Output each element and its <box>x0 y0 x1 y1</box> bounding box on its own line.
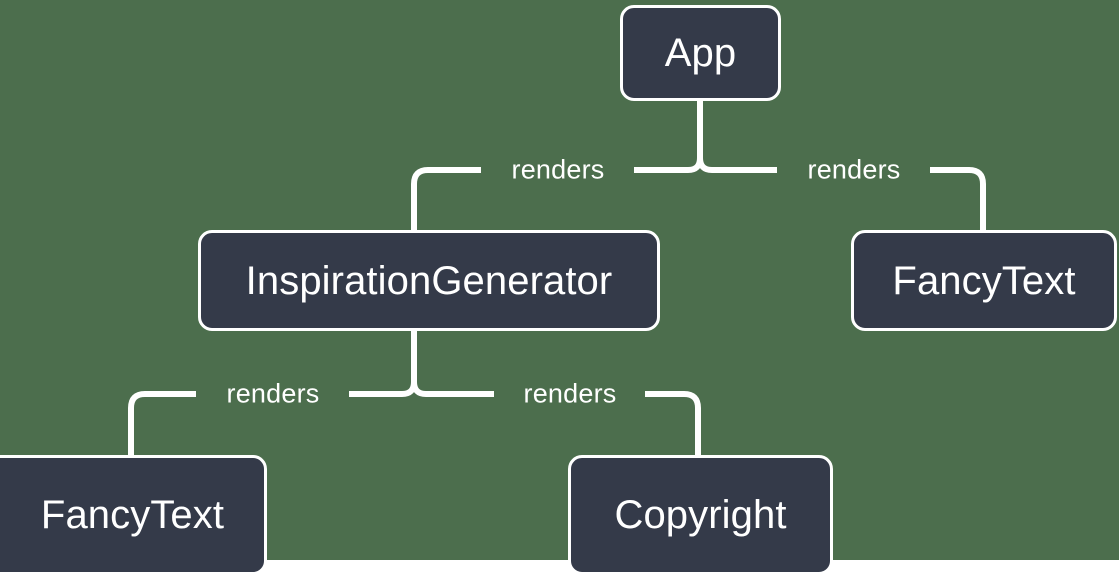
node-inspiration-generator[interactable]: InspirationGenerator <box>198 230 660 331</box>
node-copyright[interactable]: Copyright <box>568 455 833 575</box>
node-app[interactable]: App <box>620 5 781 101</box>
node-inspiration-generator-label: InspirationGenerator <box>245 258 613 303</box>
edge-app-stem-right <box>697 101 713 173</box>
edge-inspiration-to-fancytext-corner <box>128 391 196 455</box>
node-app-label: App <box>664 31 737 75</box>
node-copyright-label: Copyright <box>614 493 787 537</box>
edge-layer <box>128 101 986 455</box>
edge-label-inspiration-to-copyright: renders <box>523 378 617 409</box>
edge-app-to-inspiration-corner <box>411 167 481 230</box>
edge-label-app-to-fancytext: renders <box>807 154 901 185</box>
edge-inspiration-to-copyright-corner <box>645 391 701 455</box>
node-fancytext-right[interactable]: FancyText <box>851 230 1117 331</box>
edge-label-inspiration-to-fancytext: renders <box>226 378 320 409</box>
node-fancytext-left[interactable]: FancyText <box>0 455 267 575</box>
edge-app-to-fancytext-corner <box>930 167 986 230</box>
edge-label-app-to-inspiration: renders <box>511 154 605 185</box>
edge-inspiration-stem-right <box>411 331 427 397</box>
node-fancytext-right-label: FancyText <box>892 258 1076 303</box>
node-fancytext-left-label: FancyText <box>40 493 225 537</box>
